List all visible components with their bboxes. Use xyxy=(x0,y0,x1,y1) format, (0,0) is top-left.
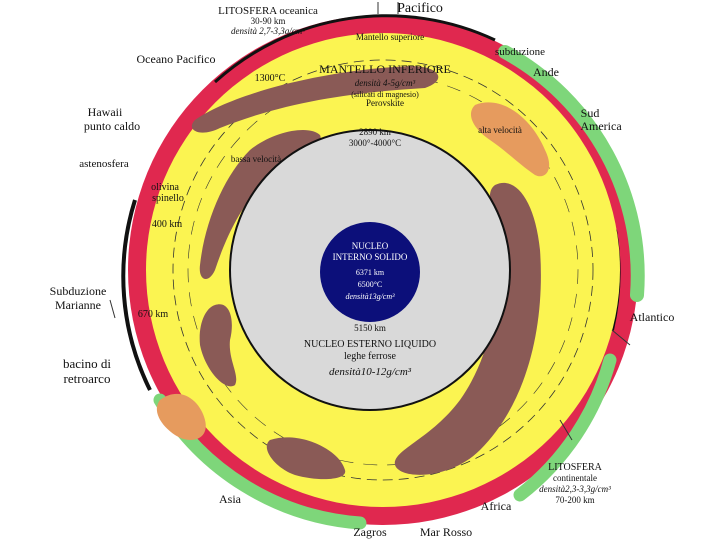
label-mantello-inferiore: MANTELLO INFERIORE xyxy=(319,62,451,76)
label-litosfera-oceanica-density: densità 2,7-3,3g/cm³ xyxy=(231,26,305,36)
label-mar-rosso: Mar Rosso xyxy=(420,525,472,539)
plume-bottom xyxy=(266,437,346,480)
label-depth-2890: 2890 km xyxy=(359,127,391,137)
plume-light-upper xyxy=(470,102,550,177)
label-depth-400: 400 km xyxy=(152,219,183,230)
mantle-boundary-line xyxy=(172,59,594,481)
label-depth-670: 670 km xyxy=(138,309,169,320)
label-litosfera-continentale-1: LITOSFERA xyxy=(548,462,602,473)
inner-core xyxy=(320,222,420,322)
label-olivina: olivina xyxy=(151,182,179,193)
label-sud: Sud xyxy=(581,106,600,120)
label-oceano-pacifico: Oceano Pacifico xyxy=(137,52,216,66)
label-leghe-ferrose: leghe ferrose xyxy=(344,351,396,362)
label-nucleo-interno-2: INTERNO SOLIDO xyxy=(333,252,408,262)
label-litosfera-continentale-density: densità2,3-3,3g/cm³ xyxy=(539,484,611,494)
label-perovskite: Perovskite xyxy=(366,98,404,108)
label-zagros: Zagros xyxy=(353,525,387,539)
plume-upper xyxy=(191,66,439,133)
label-asia: Asia xyxy=(219,492,242,506)
label-subduzione-marianne-1: Subduzione xyxy=(50,284,107,298)
label-silicati: (silicati di magnesio) xyxy=(351,90,419,99)
label-depth-5150: 5150 km xyxy=(354,323,386,333)
crust-edge-left xyxy=(121,199,152,391)
label-nucleo-esterno: NUCLEO ESTERNO LIQUIDO xyxy=(304,339,436,350)
label-africa: Africa xyxy=(481,499,512,513)
label-nucleo-esterno-density: densità10-12g/cm³ xyxy=(329,366,412,378)
label-subduzione-marianne-2: Marianne xyxy=(55,298,101,312)
crust-edge-top xyxy=(213,14,496,84)
label-mantello-superiore: Mantello superiore xyxy=(356,32,424,42)
label-astenosfera: astenosfera xyxy=(79,158,129,170)
label-litosfera-oceanica: LITOSFERA oceanica xyxy=(218,5,318,17)
label-subduzione: subduzione xyxy=(495,46,545,58)
label-bacino-2: retroarco xyxy=(64,371,111,386)
label-hawaii: Hawaii xyxy=(88,105,123,119)
label-pacifico: Pacifico xyxy=(397,1,443,16)
label-temp-1300: 1300°C xyxy=(255,73,286,84)
label-bassa-velocita: bassa velocità xyxy=(231,154,281,164)
label-temp-core-boundary: 3000°-4000°C xyxy=(349,138,401,148)
plume-light-lower xyxy=(156,393,206,440)
continental-crust-america xyxy=(498,45,645,302)
continental-crust-africa xyxy=(513,353,617,502)
label-litosfera-continentale-2: continentale xyxy=(553,473,597,483)
plume-lower-left xyxy=(199,304,237,387)
label-mantello-inferiore-density: densità 4-5g/cm³ xyxy=(355,78,416,88)
label-bacino-1: bacino di xyxy=(63,356,111,371)
label-depth-6371: 6371 km xyxy=(356,268,385,277)
label-nucleo-interno-density: densità13g/cm³ xyxy=(345,292,395,301)
label-america: America xyxy=(580,119,622,133)
label-litosfera-oceanica-thickness: 30-90 km xyxy=(251,16,286,26)
label-litosfera-continentale-thickness: 70-200 km xyxy=(555,495,594,505)
label-alta-velocita: alta velocità xyxy=(478,125,522,135)
label-temp-6500: 6500°C xyxy=(358,280,383,289)
crust-motion-arrows xyxy=(109,2,631,441)
label-spinello: spinello xyxy=(152,193,184,204)
label-ande: Ande xyxy=(533,65,559,79)
label-atlantico: Atlantico xyxy=(630,310,675,324)
label-punto-caldo: punto caldo xyxy=(84,119,140,133)
label-nucleo-interno-1: NUCLEO xyxy=(352,241,389,251)
